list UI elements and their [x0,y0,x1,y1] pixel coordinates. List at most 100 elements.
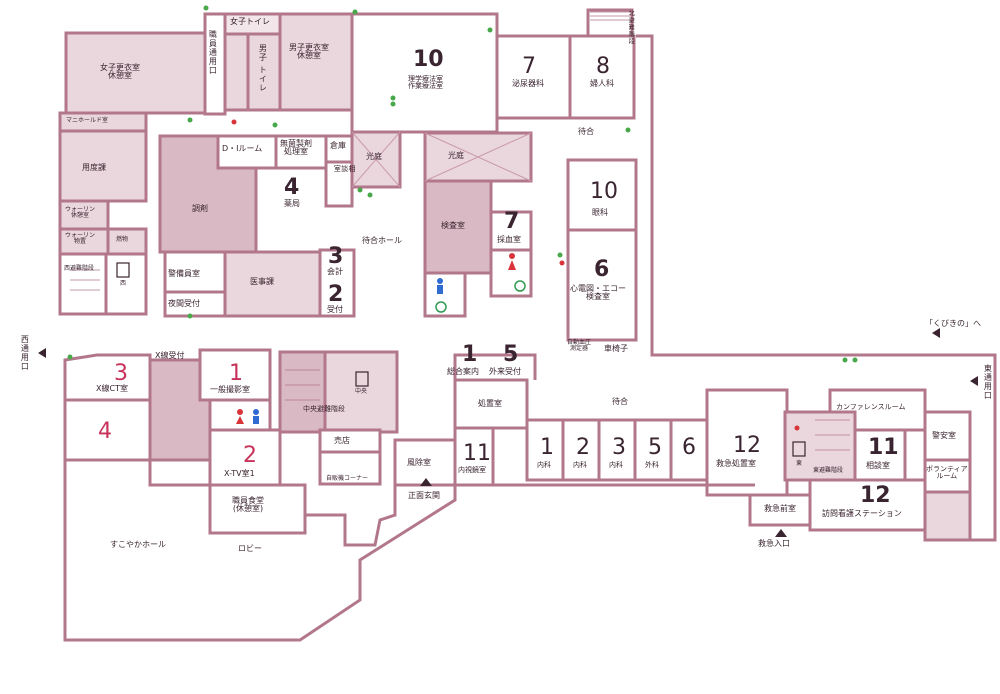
label-consult-a: 相 談 室 [333,165,357,173]
num-room4: 4 [98,419,112,444]
medical-affairs[interactable] [223,250,322,318]
label-guard: 警備員室 [168,269,200,278]
wheelchair-icon-2 [514,280,526,292]
female-toilet-icon-2 [237,409,243,415]
label-treatment: 処置室 [478,399,502,408]
label-east-exit: 東通用口 [983,364,993,400]
label-conference: カンファレンスルーム [836,403,906,411]
label-shop: 売店 [334,436,350,445]
label-manifold: マニホールド室 [66,117,109,124]
num-consult: 11 [868,435,899,460]
conference-room[interactable] [828,388,927,432]
elevator-icon-west [116,262,130,278]
central-stair[interactable] [278,350,327,434]
surgery-room[interactable] [633,418,673,482]
label-staff-entrance: 職員通用口 [208,30,218,75]
west-elevator-hall[interactable] [104,252,148,316]
endoscopy-room[interactable] [453,426,495,487]
label-night-reception: 夜間受付 [168,299,200,308]
shop-room[interactable] [318,428,382,454]
entrance-markers [38,328,978,537]
ecg-room[interactable] [566,228,638,342]
label-xray-reception: X線受付 [155,351,185,360]
label-auto-bp: 自動血圧 測定器 [567,339,592,353]
wheelchair-icons [435,280,526,313]
west-stair[interactable] [58,252,108,316]
general-xray-room[interactable] [198,348,272,402]
label-sterile: 無菌製剤 処理室 [280,139,312,157]
label-medical-affairs: 医事課 [250,277,274,286]
num-accounting: 3 [328,244,344,269]
label-waiting-hall: 待合ホール [362,236,402,245]
men-locker-room[interactable] [278,12,355,112]
label-payment: 受付 [327,305,343,314]
elevator-icon-east [792,441,806,457]
num-xtv: 2 [243,443,257,468]
label-general-info: 総合案内 [447,367,479,376]
room-6[interactable] [669,418,709,482]
central-core [323,350,399,434]
male-toilet-icon-2 [253,409,259,415]
label-women-locker: 女子更衣室 休憩室 [100,63,140,81]
male-toilet-icon [437,278,443,284]
label-west-elevator: 西 [120,280,127,287]
label-internal-2: 内科 [573,461,587,469]
num-nurse: 12 [860,483,891,508]
label-emergency-entrance: 救急入口 [758,539,790,548]
women-locker-room[interactable] [64,31,210,115]
label-supplies: 用度課 [82,163,106,172]
label-staff-cafeteria: 職員食堂 (休憩室) [232,496,264,514]
internal-3[interactable] [597,418,637,482]
num-pharmacy: 4 [284,175,300,200]
label-lab: 検査室 [441,221,465,230]
label-west-exit: 西通用口 [20,335,30,371]
label-visiting-nurse: 訪問看護ステーション [822,509,902,518]
label-emergency-treatment: 救急処置室 [716,459,756,468]
label-main-entrance: 正面玄関 [408,491,440,500]
accounting-counter[interactable] [318,248,356,318]
label-east-elevator: 東 [796,460,803,467]
num-r6: 6 [682,435,696,460]
elevator-icons [116,262,806,457]
label-xtv: X-TV室1 [224,469,255,478]
num-info: 1 [462,342,478,367]
label-general-xray: 一般撮影室 [210,385,250,394]
north-stair[interactable] [586,8,634,38]
emergency-front-room[interactable] [748,493,812,527]
num-endoscopy: 11 [463,441,491,466]
label-volunteer: ボランティア ルーム [926,465,968,481]
toilet-small [223,32,250,112]
urology-room[interactable] [495,34,572,120]
label-ct: X線CT室 [96,384,128,393]
volunteer-room[interactable] [923,458,972,494]
di-room[interactable] [216,134,278,170]
label-waiting-b: 待合 [612,397,628,406]
label-outpatient-reception: 外来受付 [489,367,521,376]
dispensing-room[interactable] [158,134,258,254]
emergency-entrance-arrow-icon [775,529,787,537]
vending-corner[interactable] [318,450,382,486]
east-stair-elev[interactable] [783,410,857,482]
outpatient-outer-wall [453,353,755,487]
label-dispensing: 調剤 [192,204,208,213]
num-reception: 5 [503,342,519,367]
xtv-room[interactable] [208,428,282,487]
label-pharmacy: 薬局 [284,199,300,208]
red-dots [231,119,800,431]
label-consult-b: 相談室 [866,461,890,470]
label-ophthalmology: 眼科 [592,208,608,217]
label-courtyard-b: 光庭 [448,151,464,160]
label-kubikino: 「くびきの」へ [925,319,981,328]
label-men-toilet: 男子 トイレ [258,44,268,93]
visiting-nurse-station[interactable] [808,478,927,532]
sterile-room[interactable] [274,134,328,170]
label-fire-room: 燃物 [116,236,129,243]
label-wellness-hall: すこやかホール [110,540,166,549]
label-urology: 泌尿器科 [512,79,544,88]
label-north-stair: 北避難階段 [627,10,635,45]
label-emergency-front: 救急前室 [764,504,796,513]
label-central-elevator: 中央 [355,388,368,395]
num-ct: 3 [114,361,128,386]
label-di-room: D・Iルーム [222,144,263,153]
